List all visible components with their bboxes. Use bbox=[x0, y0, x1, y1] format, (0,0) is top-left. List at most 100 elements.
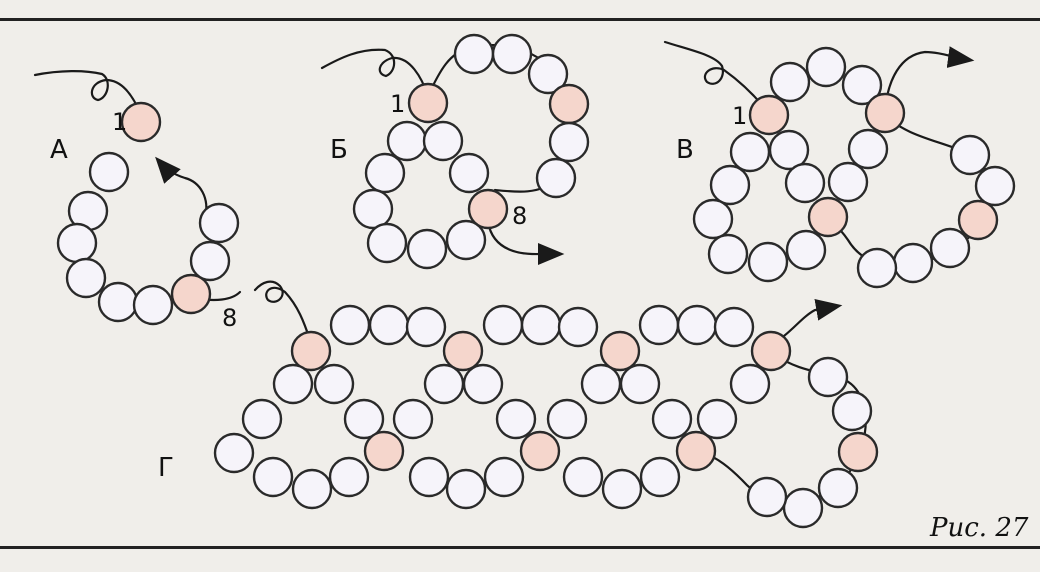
bead bbox=[88, 151, 130, 193]
bead bbox=[423, 363, 465, 405]
bead bbox=[562, 456, 604, 498]
panel-label-g: Г bbox=[158, 453, 174, 483]
bead bbox=[241, 398, 283, 440]
thread-v-tail bbox=[663, 40, 770, 114]
thread-a-arrow bbox=[155, 156, 208, 220]
bead bbox=[313, 363, 355, 405]
bead bbox=[520, 304, 562, 346]
bead bbox=[272, 363, 314, 405]
bead-number-v-start: 1 bbox=[732, 102, 747, 130]
bead bbox=[535, 157, 577, 199]
bead bbox=[482, 304, 524, 346]
bead bbox=[746, 476, 788, 518]
bead bbox=[548, 121, 590, 163]
bead bbox=[329, 304, 371, 346]
thread-v-arrow bbox=[883, 46, 975, 112]
bead bbox=[601, 468, 643, 510]
bead bbox=[495, 398, 537, 440]
bottom-rule bbox=[0, 546, 1040, 549]
bead-marked bbox=[748, 94, 790, 136]
bead bbox=[729, 363, 771, 405]
bead bbox=[785, 229, 827, 271]
bead bbox=[768, 129, 810, 171]
bead bbox=[132, 284, 174, 326]
bead-marked bbox=[290, 330, 332, 372]
bead-number-b-start: 1 bbox=[390, 90, 405, 118]
top-rule bbox=[0, 18, 1040, 21]
bead bbox=[97, 281, 139, 323]
bead bbox=[892, 242, 934, 284]
panel-label-v: В bbox=[676, 135, 694, 165]
bead-number-b-end: 8 bbox=[512, 202, 527, 230]
bead-marked bbox=[407, 82, 449, 124]
bead bbox=[198, 202, 240, 244]
bead bbox=[729, 131, 771, 173]
bead bbox=[392, 398, 434, 440]
bead bbox=[453, 33, 495, 75]
bead bbox=[445, 468, 487, 510]
bead bbox=[831, 390, 873, 432]
bead-marked bbox=[467, 188, 509, 230]
bead-marked bbox=[548, 83, 590, 125]
bead bbox=[546, 398, 588, 440]
bead bbox=[366, 222, 408, 264]
bead bbox=[213, 432, 255, 474]
bead bbox=[639, 456, 681, 498]
bead bbox=[784, 162, 826, 204]
bead-marked bbox=[807, 196, 849, 238]
bead bbox=[65, 257, 107, 299]
bead bbox=[805, 46, 847, 88]
panel-label-b: Б bbox=[330, 135, 348, 165]
beads bbox=[56, 33, 1016, 529]
bead bbox=[422, 120, 464, 162]
bead bbox=[713, 306, 755, 348]
bead bbox=[709, 164, 751, 206]
bead bbox=[949, 134, 991, 176]
thread-a-tail bbox=[33, 70, 142, 114]
bead bbox=[56, 222, 98, 264]
bead bbox=[189, 240, 231, 282]
bead-number-a-start: 1 bbox=[112, 108, 127, 136]
bead bbox=[405, 306, 447, 348]
bead bbox=[638, 304, 680, 346]
bead-marked bbox=[120, 101, 162, 143]
bead-marked bbox=[837, 431, 879, 473]
bead bbox=[252, 456, 294, 498]
bead bbox=[707, 233, 749, 275]
bead bbox=[364, 152, 406, 194]
bead bbox=[676, 304, 718, 346]
bead bbox=[291, 468, 333, 510]
bead bbox=[368, 304, 410, 346]
bead bbox=[527, 53, 569, 95]
thread-b-tail bbox=[320, 48, 430, 98]
bead bbox=[448, 152, 490, 194]
bead bbox=[651, 398, 693, 440]
bead-marked bbox=[957, 199, 999, 241]
bead-marked bbox=[170, 273, 212, 315]
bead-marked bbox=[750, 330, 792, 372]
bead-marked bbox=[442, 330, 484, 372]
bead-marked bbox=[363, 430, 405, 472]
bead bbox=[328, 456, 370, 498]
bead bbox=[343, 398, 385, 440]
bead-marked bbox=[864, 92, 906, 134]
bead bbox=[619, 363, 661, 405]
bead bbox=[747, 241, 789, 283]
bead-marked bbox=[675, 430, 717, 472]
bead bbox=[847, 128, 889, 170]
bead bbox=[491, 33, 533, 75]
bead bbox=[692, 198, 734, 240]
bead bbox=[696, 398, 738, 440]
bead bbox=[557, 306, 599, 348]
bead bbox=[580, 363, 622, 405]
thread-b-arrow bbox=[486, 220, 565, 265]
bead-number-a-end: 8 bbox=[222, 304, 237, 332]
panel-label-a: А bbox=[50, 135, 68, 165]
bead-marked bbox=[599, 330, 641, 372]
bead bbox=[782, 487, 824, 529]
bead bbox=[841, 64, 883, 106]
bead bbox=[462, 363, 504, 405]
bead bbox=[408, 456, 450, 498]
bead bbox=[445, 219, 487, 261]
bead bbox=[807, 356, 849, 398]
